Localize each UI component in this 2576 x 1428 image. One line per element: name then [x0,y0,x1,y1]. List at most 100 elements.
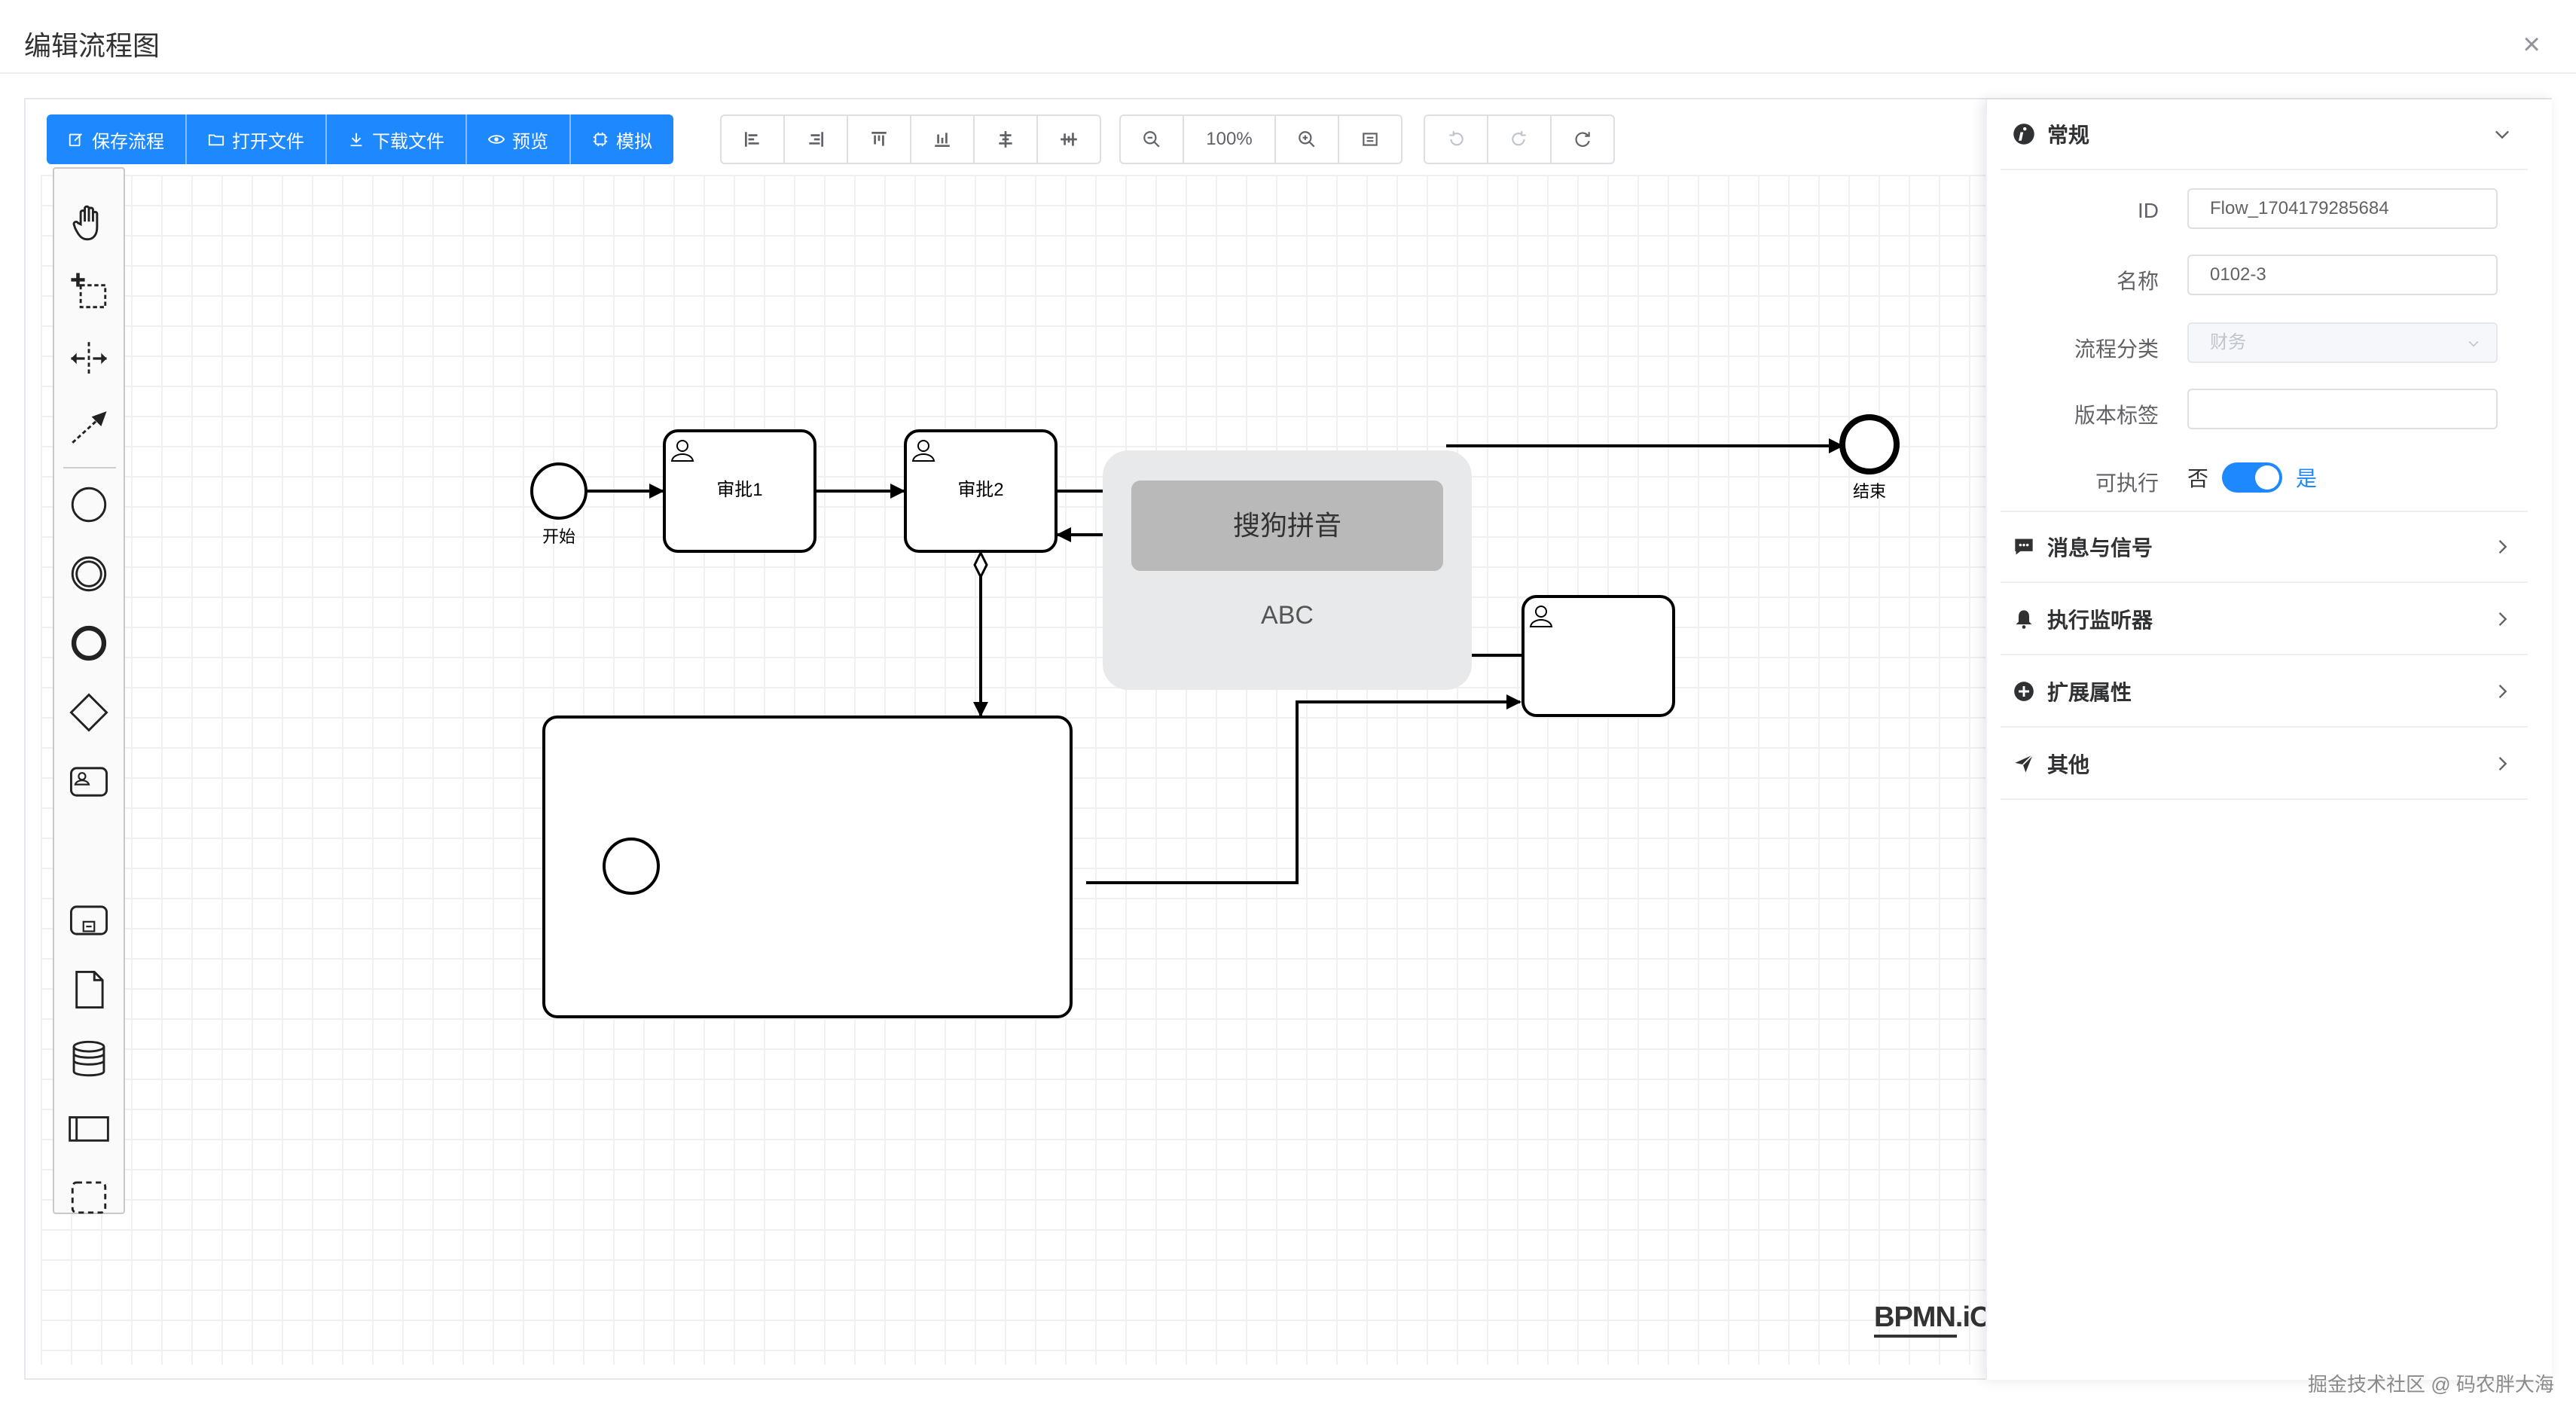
preview-label: 预览 [512,131,548,152]
gateway-icon [69,693,108,732]
section-listener-header[interactable]: 执行监听器 [2001,584,2528,655]
form-row-version: 版本标签 [2001,389,2528,431]
start-event-tool[interactable] [65,481,113,529]
pool-tool[interactable] [65,1104,113,1152]
pool-icon [69,1116,109,1142]
executable-switch-wrap: 否 是 [2187,456,2317,499]
open-file-button[interactable]: 打开文件 [187,114,327,164]
connect-tool[interactable] [65,402,113,450]
flow-subprocess-to-task3[interactable] [1086,694,1521,884]
executable-off-label: 否 [2187,467,2209,490]
align-middle-button[interactable] [1036,114,1101,164]
group-tool[interactable] [65,1173,113,1222]
form-row-executable: 可执行 否 是 [2001,456,2528,499]
subprocess-start-event[interactable] [603,838,660,895]
refresh-button[interactable] [1550,114,1615,164]
section-extension-title: 扩展属性 [2047,681,2132,704]
data-store-tool[interactable] [65,1035,113,1083]
executable-on-label: 是 [2296,467,2318,490]
ime-candidate-text: 搜狗拼音 [1233,510,1341,541]
flow-to-end[interactable] [1446,438,1844,453]
history-toolbar [1424,114,1615,164]
chevron-right-icon [2498,540,2507,554]
end-event-icon [71,625,107,661]
refresh-icon [1575,132,1590,147]
tool-palette [53,167,125,1214]
folder-icon [208,134,224,146]
gateway-tool[interactable] [65,688,113,737]
bell-icon [2013,608,2035,630]
chevron-down-icon [2468,340,2479,347]
intermediate-event-icon [71,556,107,592]
category-select[interactable]: 财务 [2187,322,2498,363]
space-tool[interactable] [65,334,113,383]
close-icon[interactable]: × [2523,28,2541,61]
user-task-tool[interactable] [65,758,113,806]
open-file-label: 打开文件 [232,131,304,152]
intermediate-event-tool[interactable] [65,550,113,598]
end-event[interactable] [1839,414,1900,474]
form-row-id: ID Flow_1704179285684 [2001,188,2528,230]
bpmn-diagram: 开始 审批1 审批2 搜狗拼音 ABC 结束 [530,414,1900,1018]
plus-circle-icon [2013,680,2035,703]
user-task-2-label: 审批2 [957,480,1003,500]
section-extension-header[interactable]: 扩展属性 [2001,657,2528,728]
fit-view-button[interactable] [1338,114,1402,164]
section-message-header[interactable]: 消息与信号 [2001,512,2528,583]
section-message-title: 消息与信号 [2047,536,2153,560]
zoom-out-icon [1143,131,1160,148]
download-icon [350,133,362,147]
user-task-3[interactable] [1521,595,1675,717]
lasso-tool[interactable] [65,267,113,315]
watermark: 掘金技术社区 @ 码农胖大海 [2308,1373,2554,1396]
end-event-tool[interactable] [65,619,113,667]
section-other-header[interactable]: 其他 [2001,729,2528,800]
redo-button[interactable] [1487,114,1552,164]
user-task-1-label: 审批1 [716,480,762,500]
hand-icon [72,205,99,241]
primary-toolbar: 保存流程 打开文件 下载文件 预览 模拟 [47,114,673,164]
fit-icon [1363,133,1378,146]
executable-label: 可执行 [2095,471,2159,495]
message-icon [2013,536,2035,558]
version-label: 版本标签 [2074,404,2159,427]
version-input[interactable] [2187,389,2498,429]
data-object-tool[interactable] [65,966,113,1014]
diagram-canvas[interactable] [41,175,2007,1365]
properties-panel: 常规 ID Flow_1704179285684 名称 0102-3 流程分类 … [1985,99,2552,1380]
chevron-right-icon [2498,685,2507,698]
hand-tool[interactable] [65,199,113,247]
user-icon [911,440,935,462]
align-bottom-icon [935,133,950,148]
ime-candidate[interactable] [1131,481,1443,571]
bpmn-io-logo[interactable]: BPMN.iO [1874,1301,1992,1333]
section-general-header[interactable]: 常规 [2001,99,2528,170]
align-top-button[interactable] [847,114,911,164]
download-file-button[interactable]: 下载文件 [327,114,467,164]
form-row-category: 流程分类 财务 [2001,322,2528,365]
user-task-2[interactable] [904,429,1058,553]
expanded-subprocess[interactable] [542,716,1073,1018]
user-task-1[interactable] [663,429,816,553]
lasso-icon [71,273,107,309]
name-input[interactable]: 0102-3 [2187,255,2498,295]
chevron-right-icon [2498,757,2507,770]
simulate-button[interactable]: 模拟 [571,114,673,164]
align-left-button[interactable] [720,114,785,164]
align-center-icon [999,131,1012,148]
align-top-icon [871,131,887,146]
executable-switch[interactable] [2222,462,2283,493]
id-input[interactable]: Flow_1704179285684 [2187,188,2498,229]
zoom-in-button[interactable] [1274,114,1339,164]
align-bottom-button[interactable] [910,114,975,164]
start-event[interactable] [530,462,588,520]
subprocess-tool[interactable] [65,896,113,944]
save-flow-button[interactable]: 保存流程 [47,114,187,164]
group-icon [71,1181,107,1214]
user-icon [670,440,694,462]
preview-button[interactable]: 预览 [467,114,571,164]
align-right-button[interactable] [783,114,848,164]
eye-icon [488,135,505,144]
name-label: 名称 [2116,270,2159,293]
bpmn-io-logo-underline [1874,1335,1957,1338]
